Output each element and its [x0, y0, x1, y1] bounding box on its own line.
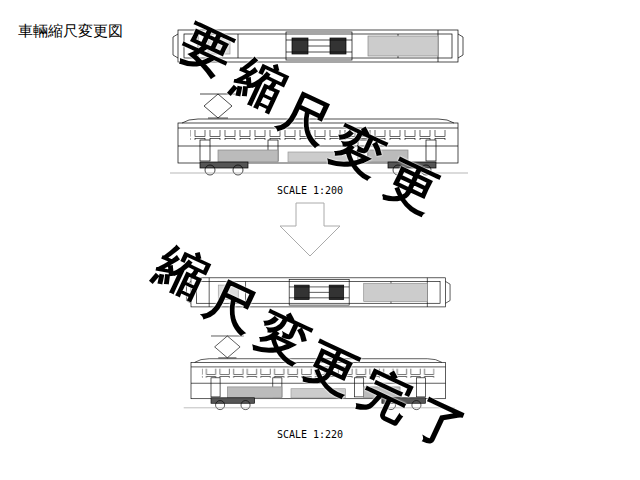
- stamp-character: 了: [407, 391, 473, 457]
- stamp-character: 変: [325, 119, 391, 185]
- stamp-character: 尺: [199, 273, 265, 339]
- scale-label: SCALE 1:200: [277, 185, 343, 196]
- down-arrow: [280, 203, 340, 256]
- stamp-character: 縮: [149, 239, 215, 305]
- stamp-character: 尺: [273, 85, 339, 151]
- stamp-character: 更: [379, 153, 445, 219]
- stamp-character: 更: [299, 335, 365, 401]
- stamp-character: 要: [174, 17, 240, 83]
- scale-label: SCALE 1:220: [277, 429, 343, 440]
- title: 車輛縮尺変更図: [18, 22, 123, 41]
- stamp-character: 完: [353, 363, 419, 429]
